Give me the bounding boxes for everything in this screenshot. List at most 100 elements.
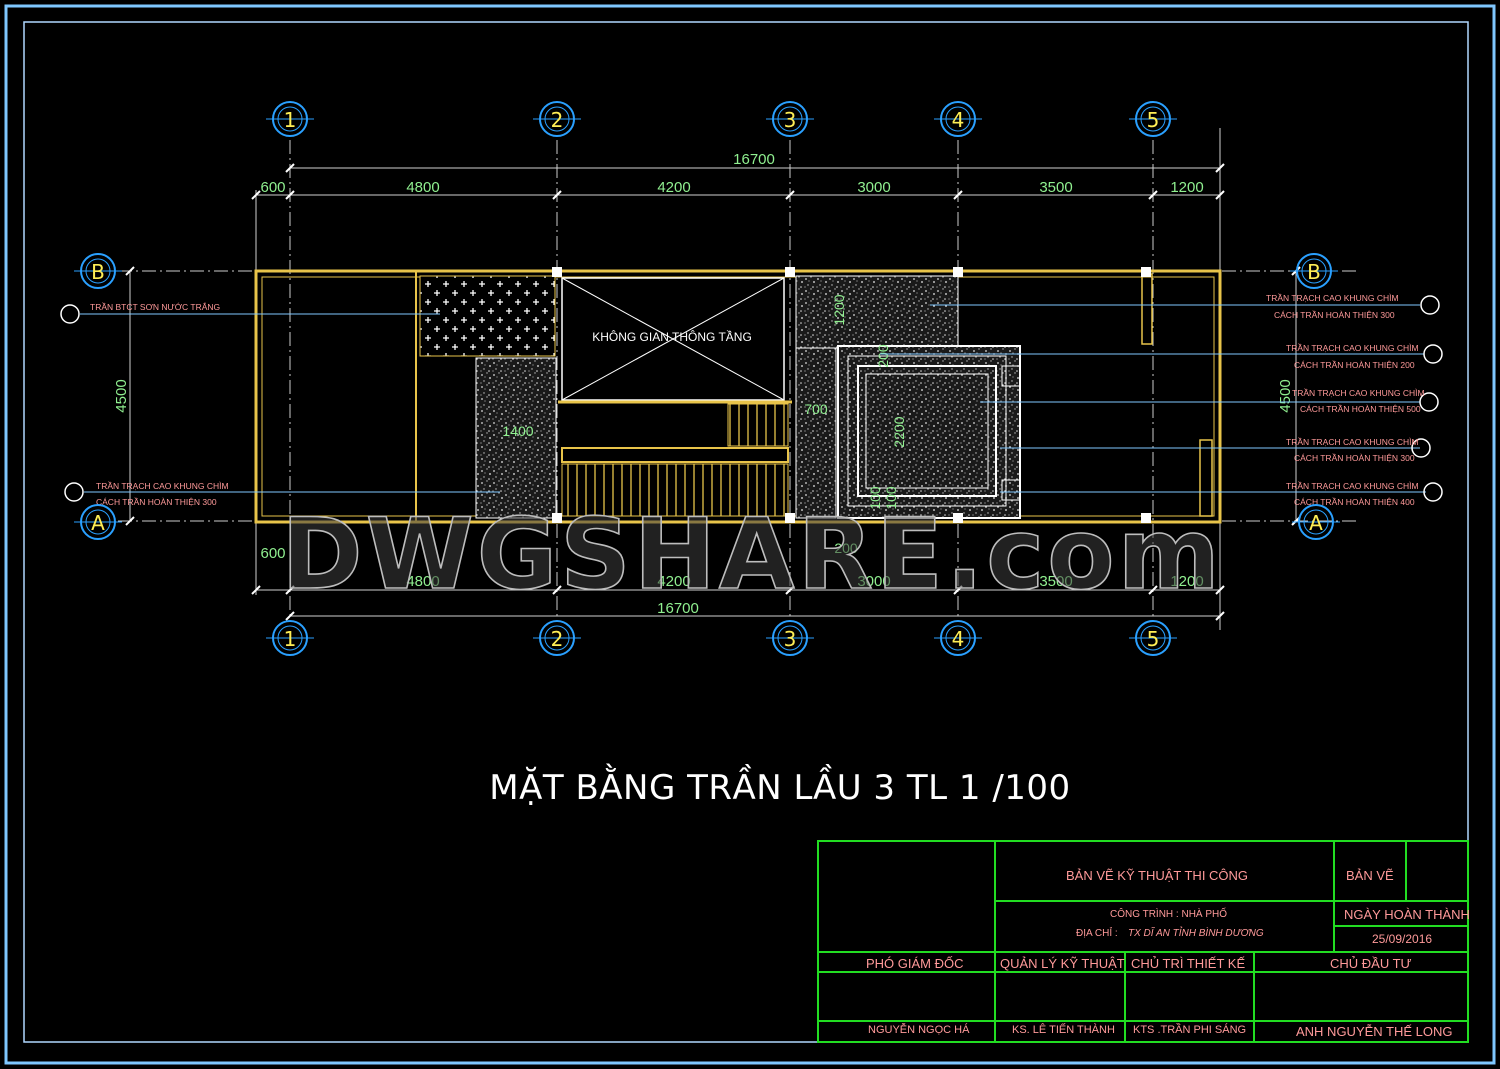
dim-bottom-span-3: 4200 [657, 573, 690, 590]
grid-bubble-top-4: 4 [934, 101, 982, 137]
svg-text:5: 5 [1147, 108, 1160, 132]
dim-bottom-span-2: 4800 [406, 573, 439, 590]
grid-bubble-top-1: 1 [266, 101, 314, 137]
watermark: DWGSHARE.com [281, 498, 1223, 612]
note-right-1-line-1: TRẦN TRẠCH CAO KHUNG CHÌM [1266, 293, 1399, 303]
dim-top-span-4: 3000 [857, 179, 890, 196]
note-right-5-line-1: TRẦN TRẠCH CAO KHUNG CHÌM [1286, 481, 1419, 491]
grid-bubble-top-2: 2 [533, 101, 581, 137]
note-right-2-line-1: TRẦN TRẠCH CAO KHUNG CHÌM [1286, 343, 1419, 353]
name-chief-designer: KTS .TRẦN PHI SÁNG [1133, 1024, 1247, 1036]
dim-bottom-span-4: 3000 [857, 573, 890, 590]
svg-text:4: 4 [952, 627, 965, 651]
title-block-drawing-type: BẢN VẼ KỸ THUẬT THI CÔNG [1066, 868, 1249, 883]
dim-inner-2200: 2200 [891, 416, 907, 447]
floor-plan [254, 267, 1222, 524]
svg-text:A: A [91, 511, 105, 535]
dim-top-span-5: 3500 [1039, 179, 1072, 196]
grid-bubble-left-a: A [74, 504, 122, 540]
gypsum-zone-2 [795, 275, 959, 349]
grid-bubble-bottom-5: 5 [1129, 620, 1177, 656]
note-right-3-line-1: TRẦN TRẠCH CAO KHUNG CHÌM [1292, 388, 1425, 398]
dim-inner-700: 700 [804, 401, 828, 417]
svg-text:3: 3 [784, 627, 797, 651]
title-block-sheet-label: BẢN VẼ [1346, 868, 1394, 883]
dim-top-span-2: 4800 [406, 179, 439, 196]
dim-overall-bottom: 16700 [657, 600, 699, 617]
gypsum-zone-3 [795, 347, 837, 519]
void-opening [561, 277, 785, 401]
svg-text:B: B [91, 260, 105, 284]
name-technical-manager: KS. LÊ TIẾN THÀNH [1012, 1024, 1115, 1036]
grid-bubble-bottom-1: 1 [266, 620, 314, 656]
grid-bubbles: 1 2 3 4 5 1 2 3 4 5 B A B A [74, 101, 1340, 656]
gypsum-zone-1 [475, 357, 557, 519]
dim-inner-200a: 200 [875, 344, 891, 368]
dim-bottom-span-1: 600 [260, 545, 285, 562]
grid-bubble-bottom-2: 2 [533, 620, 581, 656]
leader-lines [80, 304, 1426, 493]
note-right-5-line-2: CÁCH TRẦN HOÀN THIỆN 400 [1294, 497, 1415, 507]
note-left-1-line-1: TRẦN BTCT SƠN NƯỚC TRẮNG [90, 302, 220, 312]
svg-text:B: B [1307, 260, 1321, 284]
dim-inner-100a: 100 [867, 486, 883, 510]
svg-text:1: 1 [284, 108, 297, 132]
note-circles [60, 295, 1443, 502]
role-deputy-director: PHÓ GIÁM ĐỐC [866, 956, 964, 971]
dimension-lines [129, 128, 1297, 630]
dim-top-span-3: 4200 [657, 179, 690, 196]
outer-frame [4, 4, 1496, 1065]
inner-frame [23, 21, 1469, 1043]
svg-text:5: 5 [1147, 627, 1160, 651]
note-right-4-line-2: CÁCH TRẦN HOÀN THIỆN 300 [1294, 453, 1415, 463]
grid-bubble-bottom-3: 3 [766, 620, 814, 656]
role-chief-designer: CHỦ TRÌ THIẾT KẾ [1131, 956, 1246, 971]
title-block-completion-label: NGÀY HOÀN THÀNH [1344, 907, 1470, 922]
note-right-2-line-2: CÁCH TRẦN HOÀN THIỆN 200 [1294, 360, 1415, 370]
note-left-2-line-2: CÁCH TRẦN HOÀN THIỆN 300 [96, 497, 217, 507]
note-right-3-line-2: CÁCH TRẦN HOÀN THIỆN 500 [1300, 404, 1421, 414]
name-investor: ANH NGUYỄN THẾ LONG [1296, 1024, 1453, 1039]
dim-inner-100b: 100 [883, 486, 899, 510]
role-technical-manager: QUẢN LÝ KỸ THUẬT [1000, 956, 1125, 971]
title-block-address-label: ĐỊA CHỈ : [1076, 928, 1118, 939]
grid-bubble-right-a: A [1292, 504, 1340, 540]
dim-overall-top: 16700 [733, 151, 775, 168]
stair-lower [561, 463, 789, 517]
svg-text:4: 4 [952, 108, 965, 132]
title-block-address-value: TX DĨ AN TỈNH BÌNH DƯƠNG [1128, 928, 1264, 939]
role-investor: CHỦ ĐẦU TƯ [1330, 956, 1412, 971]
stair-landing-rail [561, 447, 789, 463]
dim-top-span-6: 1200 [1170, 179, 1203, 196]
dim-inner-1400: 1400 [502, 423, 533, 439]
svg-text:2: 2 [551, 108, 564, 132]
note-left-2-line-1: TRẦN TRẠCH CAO KHUNG CHÌM [96, 481, 229, 491]
grid-bubble-top-3: 3 [766, 101, 814, 137]
grid-bubble-top-5: 5 [1129, 101, 1177, 137]
exterior-wall [254, 269, 1222, 524]
dimension-ticks [125, 163, 1301, 621]
grid-bubble-bottom-4: 4 [934, 620, 982, 656]
svg-text:2: 2 [551, 627, 564, 651]
dim-height-left: 4500 [113, 379, 130, 412]
dim-bottom-span-5: 3500 [1039, 573, 1072, 590]
grid-bubble-left-b: B [74, 253, 122, 289]
dim-inner-200b: 200 [834, 540, 858, 556]
title-block-completion-date: 25/09/2016 [1372, 932, 1433, 946]
drawing-title: MẶT BẰNG TRẦN LẦU 3 TL 1 /100 [489, 768, 1071, 808]
title-block-project: CÔNG TRÌNH : NHÀ PHỐ [1110, 909, 1228, 920]
name-deputy-director: NGUYỄN NGỌC HÁ [868, 1024, 970, 1036]
svg-text:1: 1 [284, 627, 297, 651]
void-label: KHÔNG GIAN THÔNG TẦNG [592, 329, 752, 344]
svg-text:3: 3 [784, 108, 797, 132]
title-block [817, 840, 1469, 1043]
note-right-1-line-2: CÁCH TRẦN HOÀN THIỆN 300 [1274, 310, 1395, 320]
note-right-4-line-1: TRẦN TRẠCH CAO KHUNG CHÌM [1286, 437, 1419, 447]
btct-ceiling-zone [419, 275, 556, 357]
dim-top-span-1: 600 [260, 179, 285, 196]
grid-bubble-right-b: B [1290, 253, 1338, 289]
svg-text:A: A [1309, 511, 1323, 535]
dim-bottom-span-6: 1200 [1170, 573, 1203, 590]
dim-inner-1200: 1200 [831, 294, 847, 325]
